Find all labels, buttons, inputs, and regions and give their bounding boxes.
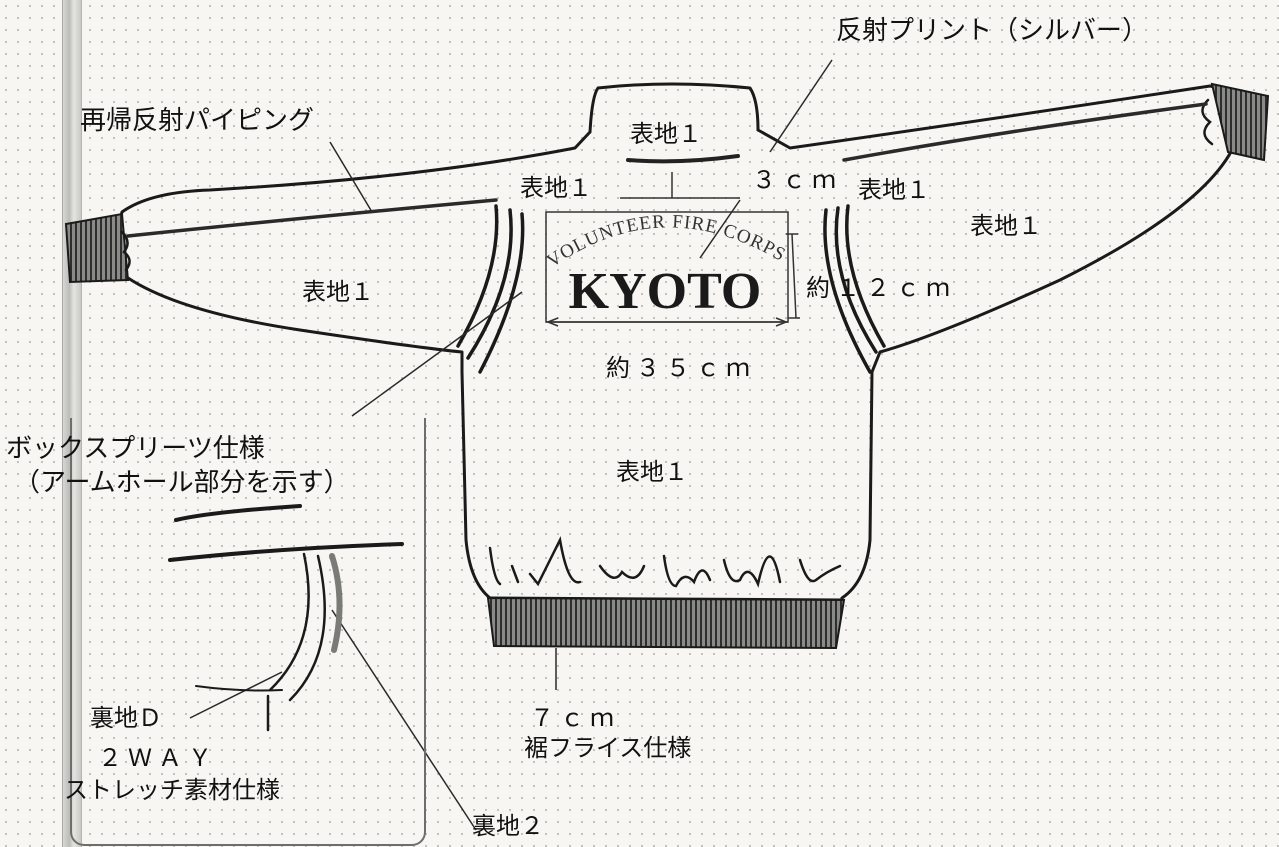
label-hem-7cm: ７ｃｍ xyxy=(530,704,620,732)
label-lining-d: 裏地Ｄ xyxy=(90,704,162,732)
label-dim-3cm: ３ｃｍ xyxy=(752,166,842,194)
print-main-text: KYOTO xyxy=(569,263,762,320)
label-fabric-right-sleeve: 表地１ xyxy=(970,212,1042,240)
label-retro-piping: 再帰反射パイピング xyxy=(80,106,315,136)
label-fabric-body: 表地１ xyxy=(616,458,688,486)
rib-cuffs xyxy=(64,82,1270,650)
label-box-pleat: ボックスプリーツ仕様 xyxy=(6,434,265,464)
label-fabric-right-shoulder: 表地１ xyxy=(858,176,930,204)
label-reflective-print: 反射プリント（シルバー） xyxy=(836,16,1149,46)
dimension-lines xyxy=(620,172,800,319)
leader-lines xyxy=(189,59,833,831)
label-fabric-collar: 表地１ xyxy=(630,120,702,148)
hem-scribble xyxy=(488,536,842,588)
print-panel xyxy=(545,211,789,327)
sleeve-gathers xyxy=(120,98,1214,272)
pleat-detail-frame xyxy=(70,418,426,846)
label-lining-2: 裏地２ xyxy=(472,812,544,840)
collar-reflective-line xyxy=(626,154,740,164)
reflective-piping xyxy=(126,102,1208,238)
label-dim-35cm: 約３５ｃｍ xyxy=(606,354,756,382)
label-stretch-material: ストレッチ素材仕様 xyxy=(64,776,280,804)
label-fabric-left-sleeve: 表地１ xyxy=(302,278,374,306)
pleat-detail-drawing xyxy=(168,504,404,732)
label-two-way: ２ＷＡＹ xyxy=(98,744,218,772)
label-box-pleat-note: （アームホール部分を示す） xyxy=(14,468,350,498)
label-hem-rib: 裾フライス仕様 xyxy=(524,734,692,762)
label-dim-12cm: 約１２ｃｍ xyxy=(806,274,956,302)
box-pleats xyxy=(456,204,886,374)
label-fabric-left-shoulder: 表地１ xyxy=(520,174,592,202)
